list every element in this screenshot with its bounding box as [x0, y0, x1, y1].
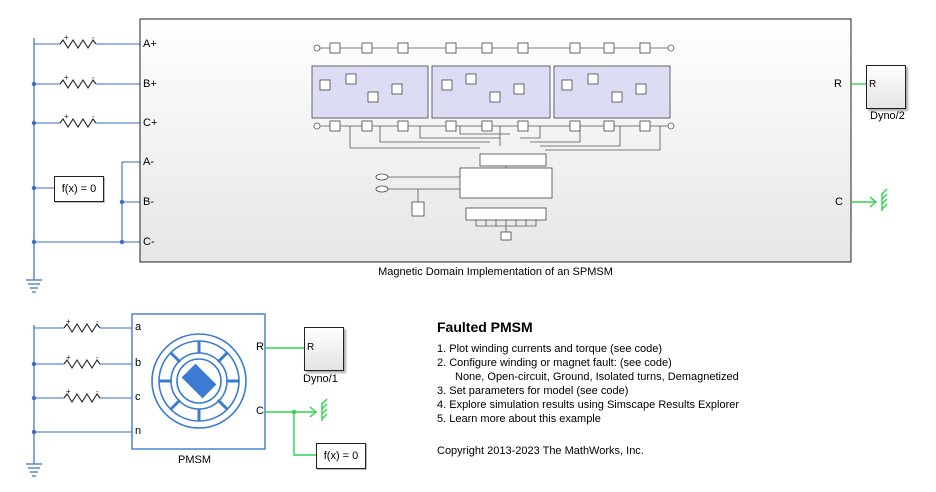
svg-text:-: -	[92, 33, 95, 42]
pmsm-port-a: a	[135, 321, 142, 333]
dyno-bottom-name: Dyno/1	[303, 373, 338, 385]
mechanical-reference-top[interactable]	[869, 188, 888, 211]
model-notes: Faulted PMSM 1. Plot winding currents an…	[437, 320, 739, 458]
resistor-c-bottom[interactable]	[34, 392, 132, 404]
notes-title: Faulted PMSM	[437, 319, 533, 335]
svg-text:-: -	[92, 73, 95, 82]
svg-text:-: -	[96, 317, 99, 326]
pmsm-port-b: b	[135, 357, 142, 369]
copyright: Copyright 2013-2023 The MathWorks, Inc.	[437, 445, 644, 457]
port-label-b-minus: B-	[143, 196, 154, 208]
port-label-a-plus: A+	[143, 38, 157, 50]
svg-text:+: +	[64, 73, 69, 82]
note-configure-fault[interactable]: 2. Configure winding or magnet fault: (s…	[437, 357, 672, 369]
svg-text:-: -	[96, 353, 99, 362]
pmsm-motor-icon	[151, 333, 247, 429]
pmsm-port-r: R	[256, 341, 264, 353]
mechanical-reference-bottom[interactable]	[309, 398, 328, 421]
pmsm-port-c-out: C	[256, 405, 264, 417]
electrical-reference-top[interactable]	[26, 38, 42, 293]
solver-config-top[interactable]: f(x) = 0	[54, 176, 104, 202]
svg-text:-: -	[96, 387, 99, 396]
svg-text:+: +	[64, 112, 69, 121]
note-plot-currents[interactable]: 1. Plot winding currents and torque (see…	[437, 343, 663, 355]
pmsm-name: PMSM	[178, 454, 211, 466]
spmsm-caption: Magnetic Domain Implementation of an SPM…	[378, 266, 613, 278]
svg-text:+: +	[66, 317, 71, 326]
svg-text:-: -	[92, 112, 95, 121]
svg-text:+: +	[66, 387, 71, 396]
notes-list: 1. Plot winding currents and torque (see…	[437, 342, 739, 426]
port-label-c-top: C	[835, 196, 843, 208]
note-explore-results[interactable]: 4. Explore simulation results using Sims…	[437, 399, 740, 411]
port-label-a-minus: A-	[143, 156, 154, 168]
port-label-c-minus: C-	[143, 236, 155, 248]
resistor-c-top[interactable]	[34, 117, 140, 129]
dyno-bottom-port: R	[307, 342, 315, 353]
resistor-a-top[interactable]	[34, 38, 140, 50]
electrical-reference-bottom[interactable]	[26, 325, 42, 477]
note-learn-more[interactable]: 5. Learn more about this example	[437, 413, 601, 425]
dyno-top-name: Dyno/2	[870, 110, 905, 122]
svg-text:+: +	[64, 33, 69, 42]
resistor-a-bottom[interactable]	[34, 322, 132, 334]
port-label-b-plus: B+	[143, 78, 157, 90]
pmsm-port-c: c	[135, 391, 141, 403]
note-set-parameters[interactable]: 3. Set parameters for model (see code)	[437, 385, 629, 397]
svg-text:+: +	[66, 353, 71, 362]
note-fault-options: None, Open-circuit, Ground, Isolated tur…	[455, 371, 739, 383]
port-label-r-top: R	[834, 78, 842, 90]
resistor-b-bottom[interactable]	[34, 358, 132, 370]
spmsm-subsystem-block[interactable]	[139, 18, 852, 263]
port-label-c-plus: C+	[143, 117, 158, 129]
dyno-top-block[interactable]	[866, 65, 906, 109]
pmsm-port-n: n	[135, 425, 142, 437]
solver-config-bottom[interactable]: f(x) = 0	[316, 443, 366, 469]
dyno-bottom-block[interactable]	[304, 327, 344, 371]
resistor-b-top[interactable]	[34, 78, 140, 90]
spmsm-internal-thumbnail	[311, 42, 675, 241]
dyno-top-port: R	[869, 79, 877, 90]
